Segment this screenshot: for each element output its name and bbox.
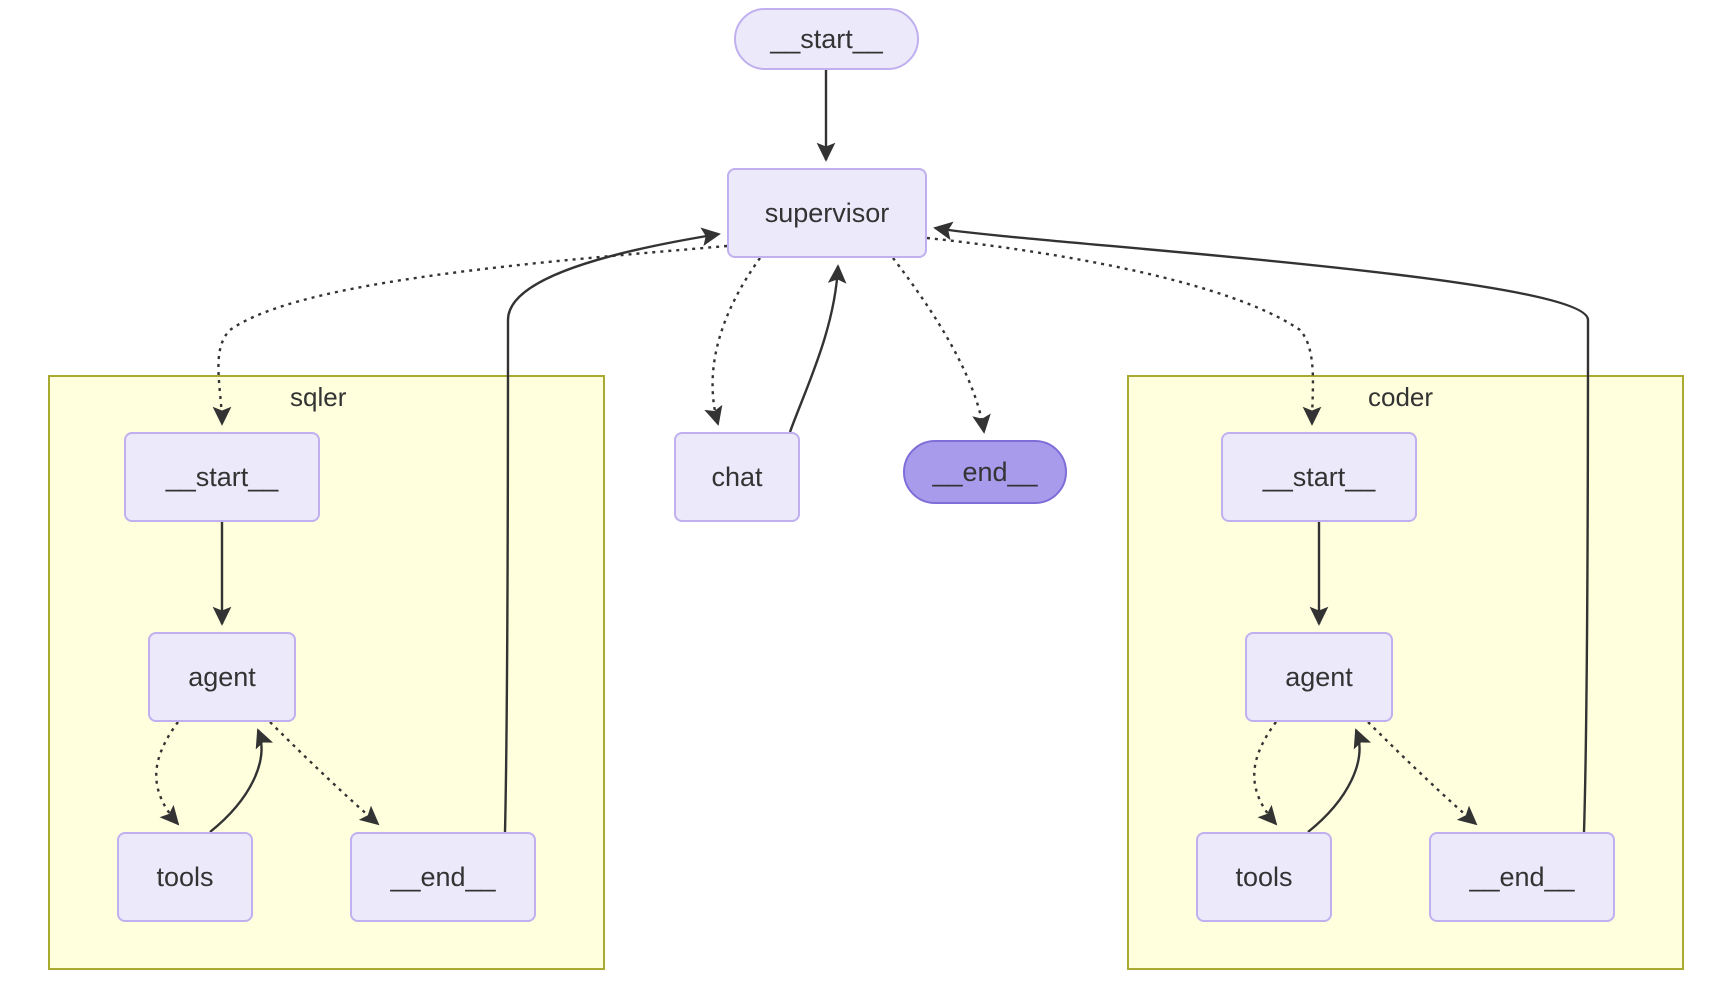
node-sqler_start[interactable]: __start__ xyxy=(124,432,320,522)
node-label: agent xyxy=(1285,661,1353,692)
node-label: chat xyxy=(711,461,763,492)
subgraph-label-coder: coder xyxy=(1368,382,1434,412)
node-label: tools xyxy=(1235,861,1293,892)
node-label: __end__ xyxy=(390,861,496,892)
node-coder_tools[interactable]: tools xyxy=(1196,832,1332,922)
node-sqler_agent[interactable]: agent xyxy=(148,632,296,722)
edge-supervisor-root_end xyxy=(892,257,991,434)
node-root_end[interactable]: __end__ xyxy=(903,440,1067,504)
node-coder_end[interactable]: __end__ xyxy=(1429,832,1615,922)
node-sqler_tools[interactable]: tools xyxy=(117,832,253,922)
node-sqler_end[interactable]: __end__ xyxy=(350,832,536,922)
node-label: supervisor xyxy=(764,197,890,228)
node-coder_start[interactable]: __start__ xyxy=(1221,432,1417,522)
node-supervisor[interactable]: supervisor xyxy=(727,168,927,258)
node-chat[interactable]: chat xyxy=(674,432,800,522)
subgraph-label-sqler: sqler xyxy=(290,382,347,412)
node-label: agent xyxy=(188,661,256,692)
node-label: __start__ xyxy=(770,23,883,54)
node-root_start[interactable]: __start__ xyxy=(734,8,919,70)
edge-chat-supervisor xyxy=(788,264,847,433)
node-label: __end__ xyxy=(932,456,1038,487)
node-label: __end__ xyxy=(1469,861,1575,892)
node-label: __start__ xyxy=(1262,461,1376,492)
node-label: tools xyxy=(156,861,214,892)
node-coder_agent[interactable]: agent xyxy=(1245,632,1393,722)
node-label: __start__ xyxy=(165,461,279,492)
edge-supervisor-chat xyxy=(704,257,761,426)
